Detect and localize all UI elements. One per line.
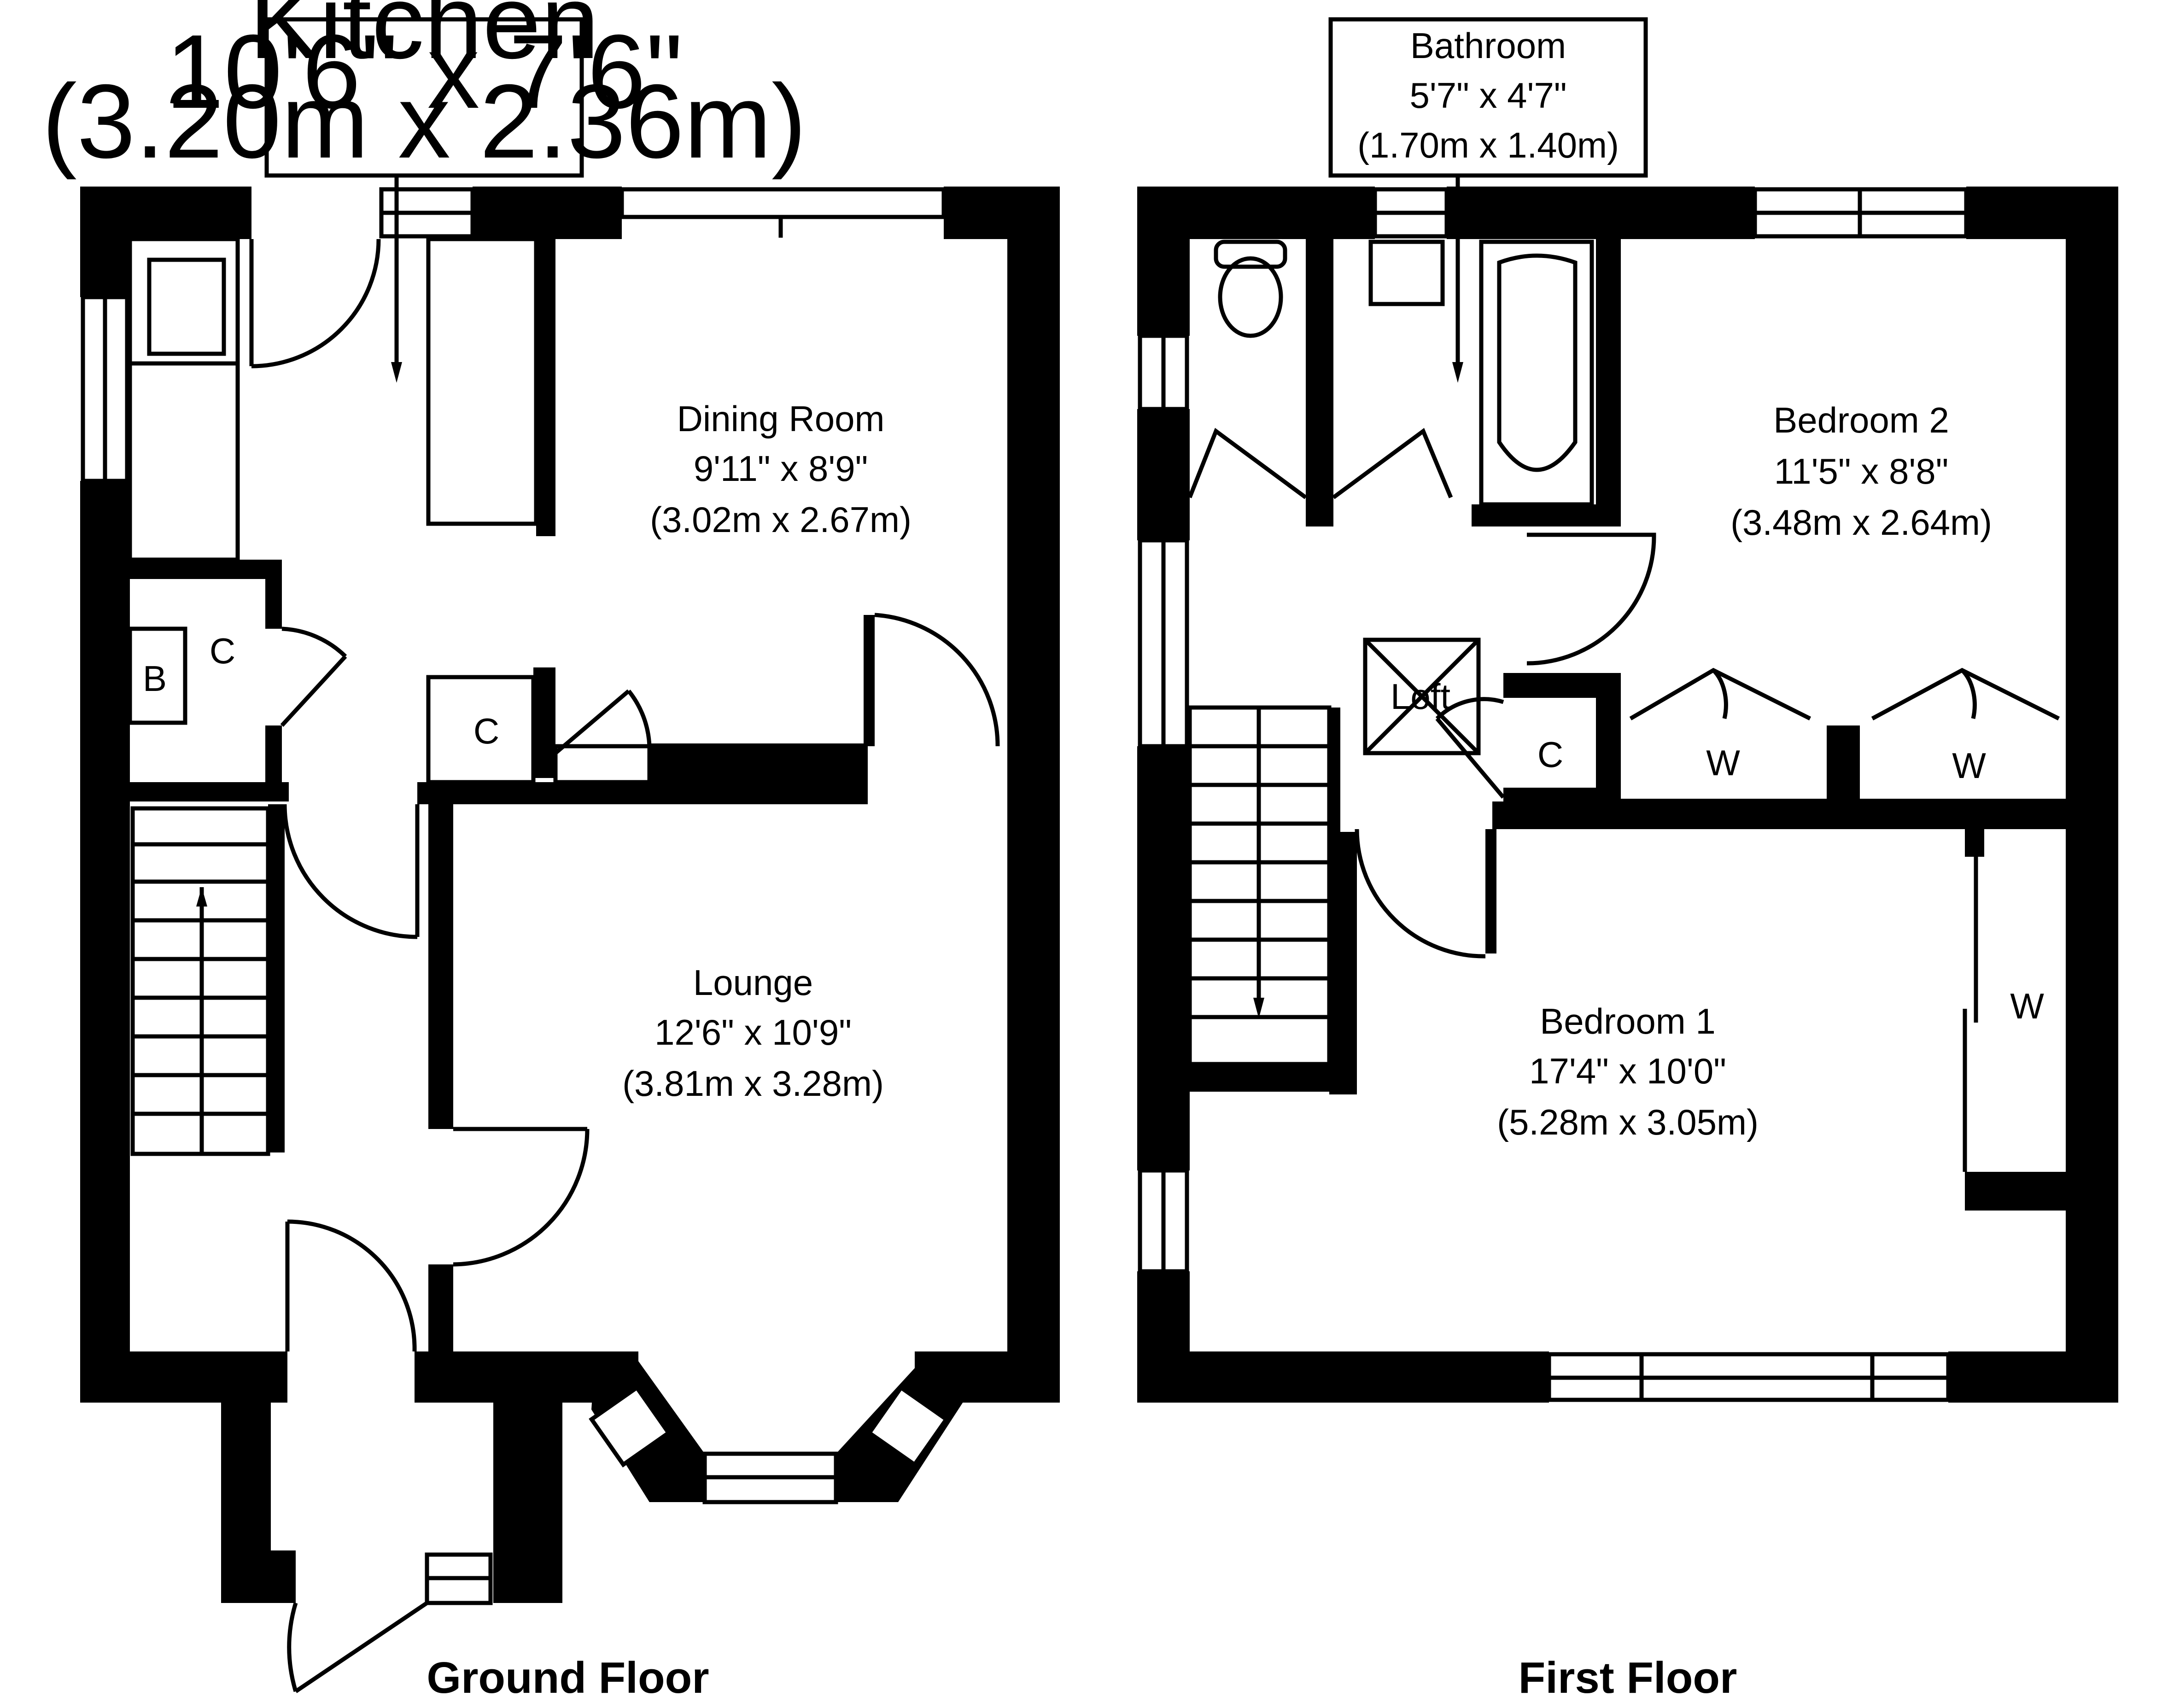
first-floor-title: First Floor bbox=[1519, 1653, 1737, 1702]
loft-label: Loft bbox=[1391, 676, 1450, 717]
cupboard-label: C bbox=[210, 631, 235, 671]
kitchen-metric: (3.20m x 2.36m) bbox=[42, 63, 806, 180]
bedroom-2-metric: (3.48m x 2.64m) bbox=[1730, 502, 1992, 543]
bathroom-name: Bathroom bbox=[1410, 25, 1566, 66]
dining-room-metric: (3.02m x 2.67m) bbox=[650, 499, 912, 540]
stairs bbox=[130, 806, 270, 1156]
bedroom-2-imperial: 11'5" x 8'8" bbox=[1774, 451, 1949, 491]
bedroom-1-metric: (5.28m x 3.05m) bbox=[1497, 1102, 1759, 1142]
ground-floor-plan bbox=[80, 17, 1060, 1693]
kitchen-imperial: 10'6" x 7'6" bbox=[165, 13, 683, 130]
kitchen-callout bbox=[264, 17, 584, 178]
cupboard-label-2: C bbox=[473, 711, 499, 751]
first-floor-cupboard-label: C bbox=[1537, 734, 1563, 775]
bathroom-callout bbox=[1328, 17, 1648, 178]
ground-floor-title: Ground Floor bbox=[427, 1653, 709, 1702]
wardrobe-label-2: W bbox=[1952, 745, 1986, 786]
bedroom-1-imperial: 17'4" x 10'0" bbox=[1529, 1051, 1726, 1091]
lounge-imperial: 12'6" x 10'9" bbox=[654, 1012, 852, 1053]
bathroom-metric: (1.70m x 1.40m) bbox=[1357, 125, 1619, 165]
stairs-first-floor bbox=[1187, 705, 1332, 1066]
lounge-metric: (3.81m x 3.28m) bbox=[622, 1063, 884, 1104]
boiler-label: B bbox=[143, 658, 167, 699]
lounge-name: Lounge bbox=[693, 962, 813, 1003]
dining-room-imperial: 9'11" x 8'9" bbox=[694, 448, 868, 489]
dining-room-name: Dining Room bbox=[677, 398, 885, 439]
wardrobe-label-3: W bbox=[2010, 986, 2044, 1026]
first-floor-plan bbox=[1137, 17, 2118, 1403]
bathroom-imperial: 5'7" x 4'7" bbox=[1409, 75, 1566, 116]
kitchen-name: Kitchen bbox=[249, 0, 599, 81]
bedroom-2-name: Bedroom 2 bbox=[1773, 400, 1949, 440]
bedroom-1-name: Bedroom 1 bbox=[1540, 1001, 1716, 1041]
wardrobe-label-1: W bbox=[1706, 743, 1740, 783]
